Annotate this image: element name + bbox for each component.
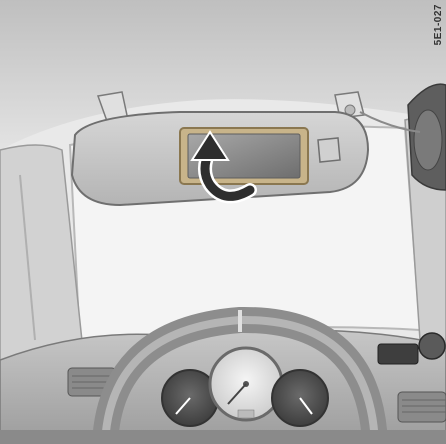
lower-trim: [0, 430, 446, 444]
air-vent-right-top: [378, 344, 418, 364]
air-vent-right: [398, 392, 446, 422]
figure-code-label: 5E1-027: [434, 4, 444, 45]
